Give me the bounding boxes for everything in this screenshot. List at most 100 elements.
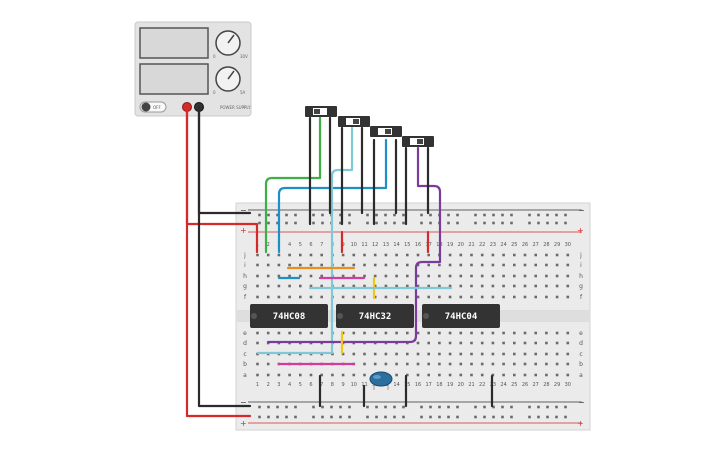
breadboard-hole[interactable] [523,295,527,299]
led[interactable] [369,371,393,390]
rail-hole[interactable] [294,405,297,409]
rail-hole[interactable] [474,405,477,409]
breadboard-hole[interactable] [566,263,570,267]
breadboard-hole[interactable] [502,274,505,278]
rail-hole[interactable] [384,213,387,217]
breadboard-hole[interactable] [384,352,388,356]
breadboard-hole[interactable] [384,253,388,257]
rail-hole[interactable] [312,415,315,419]
breadboard-hole[interactable] [406,373,409,377]
breadboard-hole[interactable] [427,263,430,267]
breadboard-hole[interactable] [502,263,505,267]
breadboard-hole[interactable] [256,331,259,335]
breadboard-hole[interactable] [555,352,559,356]
breadboard-hole[interactable] [406,362,409,366]
breadboard-hole[interactable] [266,362,270,366]
breadboard-hole[interactable] [299,274,302,278]
breadboard-hole[interactable] [277,373,281,377]
breadboard-hole[interactable] [416,331,420,335]
breadboard-hole[interactable] [566,284,570,288]
breadboard-hole[interactable] [491,284,495,288]
breadboard-hole[interactable] [480,341,484,345]
breadboard-hole[interactable] [352,274,356,278]
breadboard-hole[interactable] [438,263,441,267]
rail-hole[interactable] [429,221,432,225]
rail-hole[interactable] [375,221,378,225]
rail-hole[interactable] [483,415,486,419]
breadboard-hole[interactable] [395,253,398,257]
breadboard-hole[interactable] [513,274,516,278]
breadboard-hole[interactable] [545,373,548,377]
breadboard-hole[interactable] [341,352,345,356]
breadboard-hole[interactable] [534,284,537,288]
light-blue-wire[interactable] [256,126,354,355]
rail-hole[interactable] [447,221,450,225]
breadboard-hole[interactable] [545,341,548,345]
breadboard-hole[interactable] [448,295,452,299]
breadboard-hole[interactable] [416,263,420,267]
breadboard-hole[interactable] [352,284,356,288]
rail-hole[interactable] [330,405,333,409]
rail-hole[interactable] [402,415,405,419]
breadboard-hole[interactable] [373,263,377,267]
switch-3-slider[interactable] [385,129,391,134]
rail-hole[interactable] [294,213,297,217]
breadboard-hole[interactable] [299,284,302,288]
rail-hole[interactable] [474,213,477,217]
rail-hole[interactable] [339,415,342,419]
breadboard-hole[interactable] [459,331,463,335]
breadboard-hole[interactable] [448,362,452,366]
breadboard-hole[interactable] [480,253,484,257]
rail-hole[interactable] [384,221,387,225]
breadboard-hole[interactable] [384,274,388,278]
rail-hole[interactable] [258,415,261,419]
breadboard-hole[interactable] [320,274,323,278]
breadboard-hole[interactable] [373,362,377,366]
breadboard-hole[interactable] [513,341,516,345]
breadboard-hole[interactable] [438,331,441,335]
breadboard-hole[interactable] [299,331,302,335]
breadboard-hole[interactable] [427,352,430,356]
breadboard-hole[interactable] [277,331,281,335]
rail-hole[interactable] [312,405,315,409]
breadboard-hole[interactable] [277,295,281,299]
rail-hole[interactable] [267,213,270,217]
breadboard-hole[interactable] [363,362,366,366]
breadboard-hole[interactable] [406,331,409,335]
rail-hole[interactable] [429,213,432,217]
breadboard-hole[interactable] [288,373,291,377]
breadboard-hole[interactable] [523,352,527,356]
switch-2[interactable] [338,116,370,127]
breadboard-hole[interactable] [266,253,270,257]
breadboard-hole[interactable] [480,284,484,288]
power-supply[interactable]: 0 30V 0 5A OFF POWER SUPPLY ϟ [134,21,252,117]
breadboard-hole[interactable] [363,253,366,257]
rail-hole[interactable] [429,405,432,409]
breadboard-hole[interactable] [438,352,441,356]
breadboard-hole[interactable] [470,274,473,278]
breadboard-hole[interactable] [331,373,334,377]
rail-hole[interactable] [546,221,549,225]
rail-hole[interactable] [537,221,540,225]
breadboard-hole[interactable] [341,263,345,267]
breadboard-hole[interactable] [427,284,430,288]
breadboard-hole[interactable] [545,253,548,257]
breadboard-hole[interactable] [416,341,420,345]
rail-hole[interactable] [366,415,369,419]
rail-hole[interactable] [339,213,342,217]
breadboard-hole[interactable] [438,295,441,299]
rail-hole[interactable] [348,415,351,419]
rail-hole[interactable] [384,405,387,409]
breadboard-hole[interactable] [427,331,430,335]
breadboard-hole[interactable] [373,284,377,288]
breadboard-hole[interactable] [566,373,570,377]
breadboard-hole[interactable] [523,274,527,278]
breadboard-hole[interactable] [299,263,302,267]
breadboard-hole[interactable] [566,341,570,345]
breadboard-hole[interactable] [256,373,259,377]
breadboard-hole[interactable] [309,295,313,299]
breadboard-hole[interactable] [395,295,398,299]
breadboard-hole[interactable] [299,253,302,257]
breadboard-hole[interactable] [566,362,570,366]
breadboard-hole[interactable] [373,295,377,299]
